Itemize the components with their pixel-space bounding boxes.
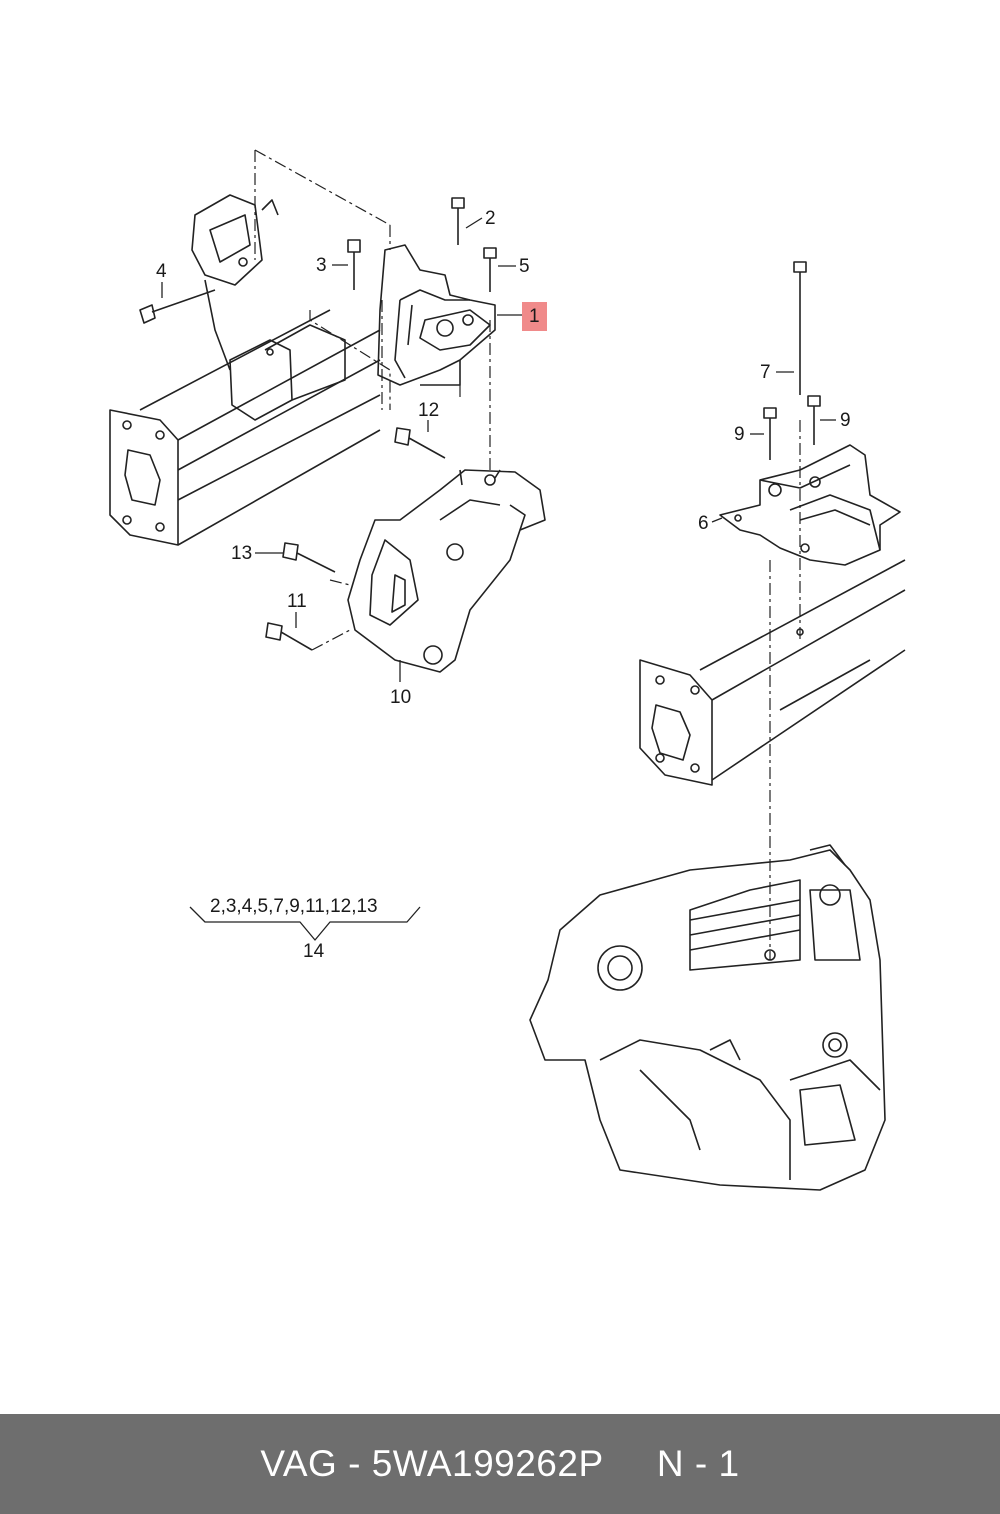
left-subframe-rail: [109, 309, 381, 546]
callout-9-left: 9: [734, 424, 745, 445]
kit-contents-label: 2,3,4,5,7,9,11,12,13: [210, 896, 378, 917]
footer-part-number: VAG - 5WA199262P N - 1: [260, 1443, 740, 1484]
transmission: [529, 844, 886, 1191]
callout-5: 5: [519, 256, 530, 277]
callout-6: 6: [698, 513, 709, 534]
leader-lines: [161, 217, 836, 941]
callout-2: 2: [485, 208, 496, 229]
guide-lines: [254, 149, 801, 960]
callout-1: 1: [522, 302, 547, 331]
callout-9-right: 9: [840, 410, 851, 431]
callout-3: 3: [316, 255, 327, 276]
exploded-parts-diagram: [109, 149, 906, 1191]
transmission-bracket: [347, 469, 546, 673]
callout-4: 4: [156, 261, 167, 282]
gearbox-mount: [719, 444, 901, 566]
callout-14: 14: [303, 941, 325, 962]
right-subframe-rail: [639, 559, 906, 786]
callout-11: 11: [287, 591, 307, 612]
bolts: [139, 197, 821, 651]
callout-13: 13: [231, 543, 253, 564]
callout-10: 10: [390, 687, 412, 708]
engine-mount: [377, 244, 496, 386]
callout-7: 7: [760, 362, 771, 383]
callout-12: 12: [418, 400, 440, 421]
footer-bar: VAG - 5WA199262P N - 1: [0, 1414, 1000, 1514]
body-bracket: [191, 194, 279, 371]
